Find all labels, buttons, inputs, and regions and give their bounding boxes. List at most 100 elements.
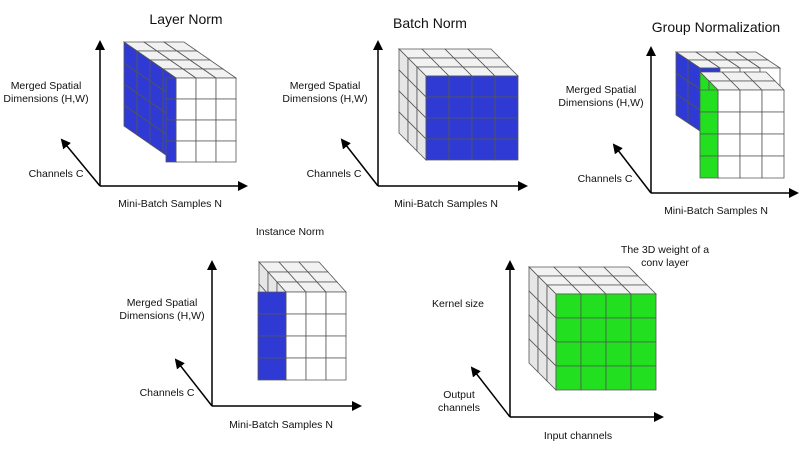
conv-weight-z-label-line1: Output — [443, 389, 475, 401]
layer-norm-highlight-cell — [165, 77, 177, 100]
instance-norm-highlight-cell — [257, 313, 287, 337]
cube-front-cell — [325, 357, 347, 381]
cube-front-cell — [195, 140, 217, 163]
layer-norm-highlight-cell — [165, 98, 177, 121]
cube-front-cell — [739, 133, 763, 157]
cube-front-cell — [761, 111, 785, 135]
cube-front-cell — [305, 357, 327, 381]
instance-norm-cube — [257, 260, 347, 382]
instance-norm-highlight-cell — [257, 357, 287, 381]
cube-front-cell — [448, 96, 473, 119]
conv-weight-cube — [528, 266, 657, 391]
batch-norm-cube — [398, 48, 519, 161]
cube-front-cell — [717, 111, 741, 135]
cube-front-cell — [555, 365, 582, 391]
conv-weight-z-label-line2: channels — [438, 402, 480, 414]
cube-front-cell — [471, 96, 496, 119]
batch-norm-z-label: Channels C — [307, 168, 362, 180]
cube-front-cell — [630, 341, 657, 367]
instance-norm-z-axis — [174, 358, 213, 407]
cube-front-cell — [305, 335, 327, 359]
cube-front-cell — [215, 119, 237, 142]
layer-norm-cube — [122, 41, 238, 163]
instance-norm-z-label: Channels C — [140, 387, 195, 399]
cube-front-cell — [580, 317, 607, 343]
instance-norm-y-label-line2: Dimensions (H,W) — [119, 310, 204, 322]
cube-front-cell — [425, 117, 450, 140]
group-norm-y-label-line2: Dimensions (H,W) — [558, 97, 643, 109]
conv-weight-title-line1: The 3D weight of a — [621, 244, 709, 256]
cube-front-cell — [305, 291, 327, 315]
instance-norm-y-label-line1: Merged Spatial — [127, 297, 198, 309]
conv-weight-x-label: Input channels — [544, 430, 612, 442]
cube-front-cell — [305, 313, 327, 337]
cube-front-cell — [215, 140, 237, 163]
group-norm-x-label: Mini-Batch Samples N — [664, 205, 768, 217]
cube-front-cell — [425, 138, 450, 161]
conv-weight-panel: The 3D weight of a conv layer Kernel siz… — [432, 244, 709, 442]
instance-norm-x-label: Mini-Batch Samples N — [229, 419, 333, 431]
cube-front-cell — [739, 89, 763, 113]
cube-front-cell — [471, 117, 496, 140]
group-norm-z-axis — [612, 143, 652, 194]
cube-front-cell — [494, 117, 519, 140]
group-norm-cubes — [674, 51, 785, 179]
cube-front-cell — [580, 341, 607, 367]
cube-front-cell — [325, 291, 347, 315]
cube-front-cell — [448, 75, 473, 98]
cube-front-cell — [195, 77, 217, 100]
cube-front-cell — [630, 293, 657, 319]
cube-front-cell — [425, 96, 450, 119]
conv-weight-title-line2: conv layer — [641, 257, 689, 269]
layer-norm-highlight-cell — [165, 140, 177, 163]
cube-front-cell — [761, 89, 785, 113]
layer-norm-y-label-line1: Merged Spatial — [11, 80, 82, 92]
cube-front-cell — [215, 77, 237, 100]
cube-front-cell — [605, 365, 632, 391]
conv-weight-y-label: Kernel size — [432, 298, 484, 310]
cube-front-cell — [448, 138, 473, 161]
cube-front-cell — [471, 138, 496, 161]
cube-front-cell — [325, 335, 347, 359]
cube-front-cell — [425, 75, 450, 98]
cube-front-cell — [580, 293, 607, 319]
cube-front-cell — [605, 317, 632, 343]
cube-front-cell — [175, 77, 197, 100]
cube-front-cell — [285, 313, 307, 337]
cube-front-cell — [555, 317, 582, 343]
cube-front-cell — [580, 365, 607, 391]
cube-front-cell — [175, 119, 197, 142]
instance-norm-highlight-cell — [257, 335, 287, 359]
batch-norm-y-label-line2: Dimensions (H,W) — [282, 93, 367, 105]
instance-norm-highlight-cell — [257, 291, 287, 315]
layer-norm-x-label: Mini-Batch Samples N — [118, 198, 222, 210]
cube-front-cell — [605, 293, 632, 319]
cube-front-cell — [630, 365, 657, 391]
cube-front-cell — [717, 155, 741, 179]
group-norm-green-cell — [699, 111, 719, 135]
cube-front-cell — [215, 98, 237, 121]
layer-norm-highlight-cell — [165, 119, 177, 142]
layer-norm-panel: Layer Norm Merged Spatial Dimensions (H,… — [3, 11, 248, 210]
cube-front-cell — [630, 317, 657, 343]
layer-norm-z-label: Channels C — [29, 168, 84, 180]
batch-norm-x-label: Mini-Batch Samples N — [394, 198, 498, 210]
group-norm-z-label: Channels C — [578, 173, 633, 185]
group-norm-panel: Group Normalization Merged Spatial Dimen… — [558, 19, 799, 217]
cube-front-cell — [555, 293, 582, 319]
batch-norm-title: Batch Norm — [393, 15, 467, 31]
group-norm-title: Group Normalization — [652, 19, 780, 35]
instance-norm-title: Instance Norm — [256, 226, 325, 238]
group-norm-green-cell — [699, 89, 719, 113]
group-norm-green-cell — [699, 155, 719, 179]
cube-front-cell — [739, 155, 763, 179]
cube-front-cell — [761, 155, 785, 179]
cube-front-cell — [471, 75, 496, 98]
cube-front-cell — [195, 98, 217, 121]
cube-front-cell — [494, 75, 519, 98]
cube-front-cell — [285, 335, 307, 359]
cube-front-cell — [739, 111, 763, 135]
batch-norm-panel: Batch Norm Merged Spatial Dimensions (H,… — [282, 15, 528, 210]
cube-front-cell — [325, 313, 347, 337]
